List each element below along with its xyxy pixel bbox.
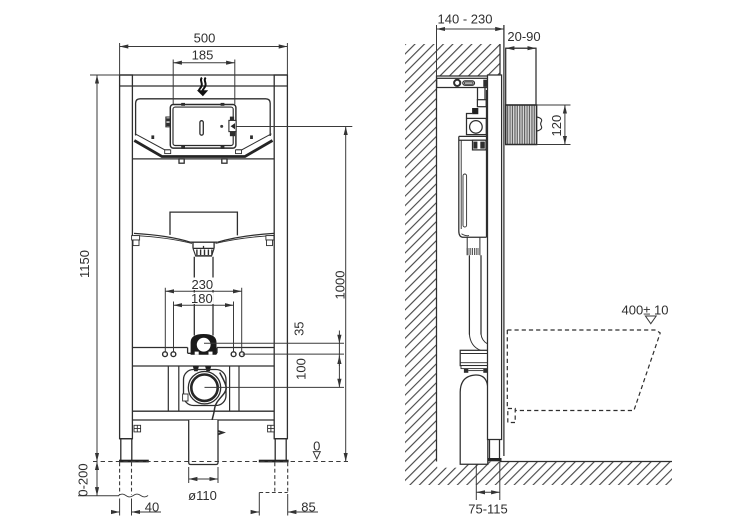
svg-text:100: 100	[293, 358, 308, 380]
svg-text:85: 85	[301, 500, 315, 515]
svg-text:20-90: 20-90	[507, 29, 540, 44]
svg-text:500: 500	[194, 31, 216, 46]
svg-text:75-115: 75-115	[468, 502, 508, 517]
svg-text:0: 0	[313, 438, 320, 453]
svg-text:185: 185	[192, 48, 214, 63]
svg-text:140 - 230: 140 - 230	[438, 12, 493, 27]
svg-text:1150: 1150	[77, 250, 92, 278]
svg-text:400± 10: 400± 10	[622, 302, 669, 317]
svg-text:40: 40	[145, 500, 159, 515]
svg-text:120: 120	[549, 115, 564, 137]
svg-text:1000: 1000	[332, 271, 347, 300]
svg-text:35: 35	[291, 321, 306, 335]
svg-text:180: 180	[191, 291, 213, 306]
svg-text:230: 230	[191, 277, 213, 292]
svg-text:ø110: ø110	[188, 488, 217, 503]
svg-text:0-200: 0-200	[75, 463, 90, 496]
